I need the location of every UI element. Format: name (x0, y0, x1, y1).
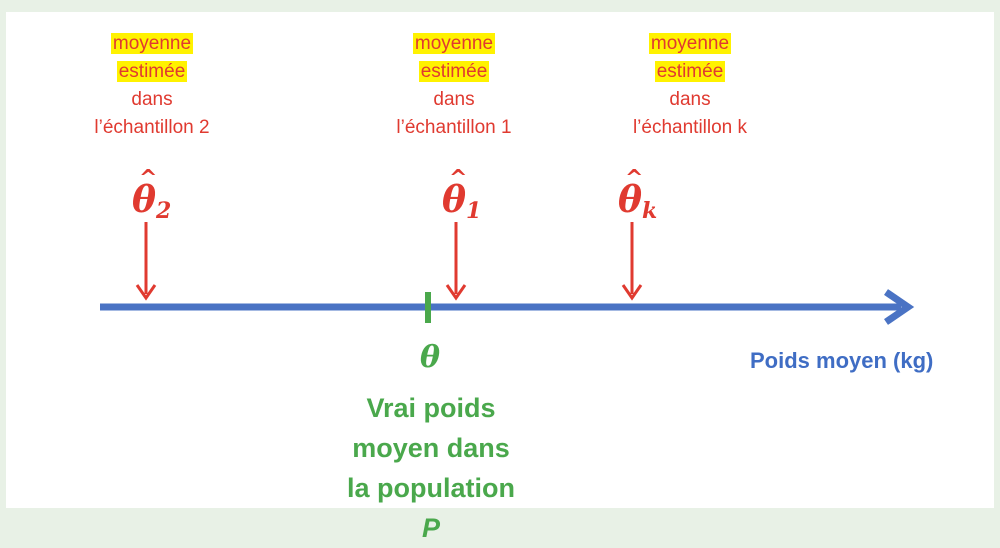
arrow-estimate-2 (135, 222, 157, 301)
hat-accent-k: ^ (625, 166, 644, 191)
true-theta-symbol: θ (420, 340, 441, 375)
arrow-estimate-1 (445, 222, 467, 301)
diagram-graphics (100, 222, 915, 325)
hat-accent-2: ^ (139, 166, 158, 191)
diagram-canvas: moyenne estimée dans l’échantillon 2 moy… (6, 12, 994, 543)
label-estimee: estimée (418, 61, 490, 82)
true-desc-line-2: moyen dans (352, 433, 510, 463)
estimate-label-k: moyenne estimée dans l’échantillon k (580, 30, 800, 142)
label-echantillon: l’échantillon 2 (94, 117, 210, 138)
label-estimee: estimée (116, 61, 188, 82)
axis-label: Poids moyen (kg) (750, 348, 934, 373)
label-dans: dans (131, 89, 173, 110)
true-desc-line-1: Vrai poids (366, 393, 496, 423)
theta-hat-2: θ2 (132, 179, 172, 224)
arrow-estimate-k (621, 222, 643, 301)
true-value-description: Vrai poids moyen dans la population P (276, 388, 586, 548)
axis-arrowhead (884, 289, 915, 325)
estimate-label-2: moyenne estimée dans l’échantillon 2 (42, 30, 262, 142)
theta-hat-1: θ1 (442, 179, 482, 224)
true-desc-line-3: la population P (347, 473, 515, 543)
label-estimee: estimée (654, 61, 726, 82)
label-moyenne: moyenne (648, 33, 732, 54)
label-moyenne: moyenne (412, 33, 496, 54)
population-symbol: P (421, 513, 440, 543)
label-moyenne: moyenne (110, 33, 194, 54)
theta-hat-k: θk (618, 179, 658, 224)
label-dans: dans (669, 89, 711, 110)
hat-accent-1: ^ (449, 166, 468, 191)
label-echantillon: l’échantillon k (632, 117, 748, 138)
label-echantillon: l’échantillon 1 (396, 117, 512, 138)
label-dans: dans (433, 89, 475, 110)
estimate-label-1: moyenne estimée dans l’échantillon 1 (344, 30, 564, 142)
